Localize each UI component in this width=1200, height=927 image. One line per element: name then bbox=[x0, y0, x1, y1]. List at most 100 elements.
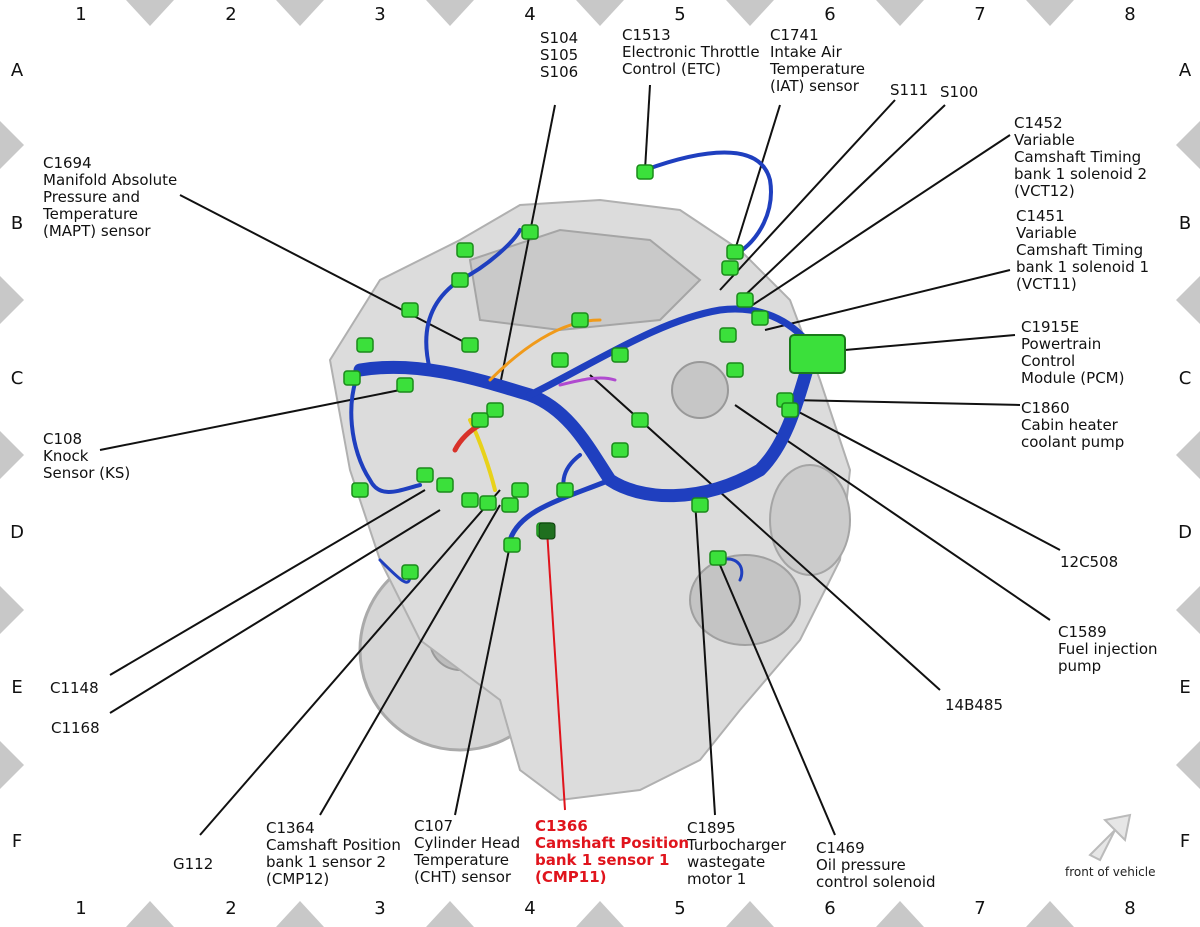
connector-block-13 bbox=[726, 244, 744, 260]
turbocharger bbox=[689, 554, 801, 646]
grid-col-bottom-7: 7 bbox=[974, 898, 986, 919]
engine-body bbox=[328, 198, 852, 802]
border-triangle-left-5 bbox=[0, 741, 24, 789]
grid-col-top-5: 5 bbox=[674, 4, 686, 25]
connector-block-36 bbox=[486, 402, 504, 418]
border-triangle-right-3 bbox=[1176, 431, 1200, 479]
label-c1915e: C1915E Powertrain Control Module (PCM) bbox=[1021, 318, 1125, 387]
connector-block-2 bbox=[521, 224, 539, 240]
label-c1741: C1741 Intake Air Temperature (IAT) senso… bbox=[770, 26, 866, 95]
border-triangle-left-2 bbox=[0, 276, 24, 324]
grid-col-bottom-8: 8 bbox=[1124, 898, 1136, 919]
connector-block-24 bbox=[479, 495, 497, 511]
connector-block-33 bbox=[709, 550, 727, 566]
connector-block-29 bbox=[556, 482, 574, 498]
connector-block-4 bbox=[451, 272, 469, 288]
grid-col-bottom-1: 1 bbox=[75, 898, 87, 919]
label-s111: S111 bbox=[890, 81, 929, 99]
grid-col-bottom-6: 6 bbox=[824, 898, 836, 919]
grid-row-left-C: C bbox=[10, 368, 24, 389]
border-triangle-top-3 bbox=[426, 0, 474, 26]
grid-row-left-A: A bbox=[10, 60, 24, 81]
grid-row-left-D: D bbox=[10, 522, 24, 543]
connector-block-30 bbox=[611, 442, 629, 458]
label-c1148: C1148 bbox=[50, 679, 99, 697]
connector-block-10 bbox=[571, 312, 589, 328]
front-of-vehicle-arrow bbox=[1088, 813, 1132, 862]
grid-row-right-F: F bbox=[1179, 831, 1191, 852]
label-c1895: C1895 Turbocharger wastegate motor 1 bbox=[687, 819, 787, 888]
label-c1694: C1694 Manifold Absolute Pressure and Tem… bbox=[43, 154, 178, 240]
connector-block-21 bbox=[416, 467, 434, 483]
border-triangle-right-5 bbox=[1176, 741, 1200, 789]
grid-col-top-2: 2 bbox=[225, 4, 237, 25]
label-s100: S100 bbox=[940, 83, 979, 101]
connector-block-37 bbox=[471, 412, 489, 428]
label-c1513: C1513 Electronic Throttle Control (ETC) bbox=[622, 26, 760, 78]
border-triangle-bottom-4 bbox=[576, 901, 624, 927]
label-c108: C108 Knock Sensor (KS) bbox=[43, 430, 131, 482]
label-c1366-highlighted: C1366 Camshaft Position bank 1 sensor 1 … bbox=[535, 817, 690, 886]
connector-block-22 bbox=[436, 477, 454, 493]
connector-block-25 bbox=[501, 497, 519, 513]
connector-block-7 bbox=[343, 370, 361, 386]
label-c1860: C1860 Cabin heater coolant pump bbox=[1021, 399, 1125, 451]
grid-col-bottom-2: 2 bbox=[225, 898, 237, 919]
connector-block-32 bbox=[691, 497, 709, 513]
border-triangle-bottom-3 bbox=[426, 901, 474, 927]
border-triangle-right-2 bbox=[1176, 276, 1200, 324]
connector-block-35 bbox=[351, 482, 369, 498]
pcm-connector bbox=[789, 334, 846, 374]
grid-row-left-B: B bbox=[10, 213, 24, 234]
label-c1452: C1452 Variable Camshaft Timing bank 1 so… bbox=[1014, 114, 1148, 200]
connector-block-20 bbox=[781, 402, 799, 418]
grid-col-top-4: 4 bbox=[524, 4, 536, 25]
connectors bbox=[343, 164, 799, 580]
connector-block-1 bbox=[636, 164, 654, 180]
grid-col-bottom-4: 4 bbox=[524, 898, 536, 919]
connector-block-31 bbox=[631, 412, 649, 428]
border-triangle-right-4 bbox=[1176, 586, 1200, 634]
connector-block-5 bbox=[401, 302, 419, 318]
border-triangle-top-2 bbox=[276, 0, 324, 26]
connector-block-6 bbox=[356, 337, 374, 353]
front-of-vehicle-label: front of vehicle bbox=[1065, 865, 1156, 879]
label-c1451: C1451 Variable Camshaft Timing bank 1 so… bbox=[1016, 207, 1150, 293]
leader-lines bbox=[99, 84, 1061, 836]
label-c1168: C1168 bbox=[51, 719, 100, 737]
grid-col-bottom-3: 3 bbox=[374, 898, 386, 919]
connector-block-17 bbox=[719, 327, 737, 343]
border-triangle-bottom-5 bbox=[726, 901, 774, 927]
grid-row-left-E: E bbox=[11, 677, 23, 698]
grid-col-top-8: 8 bbox=[1124, 4, 1136, 25]
connector-block-18 bbox=[726, 362, 744, 378]
border-triangle-top-5 bbox=[726, 0, 774, 26]
connector-block-26 bbox=[511, 482, 529, 498]
grid-col-top-6: 6 bbox=[824, 4, 836, 25]
connector-block-3 bbox=[456, 242, 474, 258]
grid-row-right-A: A bbox=[1178, 60, 1192, 81]
border-triangle-top-1 bbox=[126, 0, 174, 26]
border-triangle-bottom-1 bbox=[126, 901, 174, 927]
engine-block bbox=[328, 198, 852, 802]
grid-row-left-F: F bbox=[11, 831, 23, 852]
grid-col-top-3: 3 bbox=[374, 4, 386, 25]
border-triangle-left-1 bbox=[0, 121, 24, 169]
border-triangle-bottom-2 bbox=[276, 901, 324, 927]
grid-row-right-D: D bbox=[1178, 522, 1192, 543]
grid-col-top-1: 1 bbox=[75, 4, 87, 25]
border-triangle-right-1 bbox=[1176, 121, 1200, 169]
connector-block-34 bbox=[401, 564, 419, 580]
label-12c508: 12C508 bbox=[1060, 553, 1119, 571]
fuel-pump-body bbox=[671, 361, 729, 419]
connector-block-15 bbox=[736, 292, 754, 308]
connector-block-14 bbox=[721, 260, 739, 276]
front-pulley bbox=[769, 464, 851, 576]
label-c1589: C1589 Fuel injection pump bbox=[1058, 623, 1158, 675]
grid-col-bottom-5: 5 bbox=[674, 898, 686, 919]
label-g112: G112 bbox=[173, 855, 214, 873]
connector-block-16 bbox=[751, 310, 769, 326]
